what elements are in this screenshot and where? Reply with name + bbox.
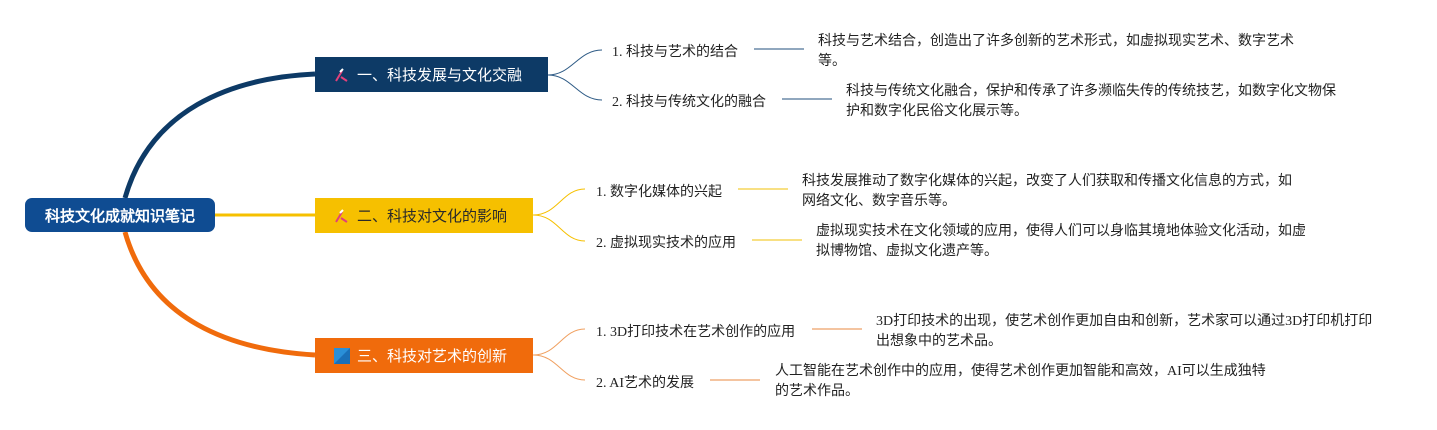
leaf-detail-1-2: 科技与传统文化融合，保护和传承了许多濒临失传的传统技艺，如数字化文物保护和数字化…: [846, 84, 1336, 119]
subtopic-2-2[interactable]: 2. 虚拟现实技术的应用: [596, 236, 736, 251]
subtopic-3-1[interactable]: 1. 3D打印技术在艺术创作的应用: [596, 325, 796, 340]
leaf-detail-3-2: 人工智能在艺术创作中的应用，使得艺术创作更加智能和高效，AI可以生成独特的艺术作…: [775, 364, 1266, 399]
subtopic-1-1[interactable]: 1. 科技与艺术的结合: [612, 45, 738, 60]
root-node[interactable]: 科技文化成就知识笔记: [25, 198, 215, 232]
leaf-detail-2-2: 虚拟现实技术在文化领域的应用，使得人们可以身临其境地体验文化活动，如虚拟博物馆、…: [816, 224, 1306, 259]
branch-node-2[interactable]: 二、科技对文化的影响: [315, 198, 533, 233]
subtopic-3-2[interactable]: 2. AI艺术的发展: [596, 376, 694, 391]
pencil-ruler-icon: [333, 66, 351, 84]
pencil-ruler-icon: [333, 207, 351, 225]
branch-node-3[interactable]: 三、科技对艺术的创新: [315, 338, 533, 373]
leaf-detail-2-1: 科技发展推动了数字化媒体的兴起，改变了人们获取和传播文化信息的方式，如网络文化、…: [802, 174, 1292, 209]
branch-node-1[interactable]: 一、科技发展与文化交融: [315, 57, 548, 92]
branch-title-3: 三、科技对艺术的创新: [357, 348, 508, 365]
leaf-detail-3-1: 3D打印技术的出现，使艺术创作更加自由和创新，艺术家可以通过3D打印机打印出想象…: [876, 314, 1373, 349]
subtopic-2-1[interactable]: 1. 数字化媒体的兴起: [596, 185, 722, 200]
blue-square-icon: [333, 347, 351, 365]
subtopic-1-2[interactable]: 2. 科技与传统文化的融合: [612, 95, 766, 110]
branch-title-2: 二、科技对文化的影响: [357, 208, 508, 225]
root-title: 科技文化成就知识笔记: [44, 207, 195, 225]
leaf-detail-1-1: 科技与艺术结合，创造出了许多创新的艺术形式，如虚拟现实艺术、数字艺术等。: [818, 34, 1294, 69]
branch-title-1: 一、科技发展与文化交融: [357, 67, 523, 84]
